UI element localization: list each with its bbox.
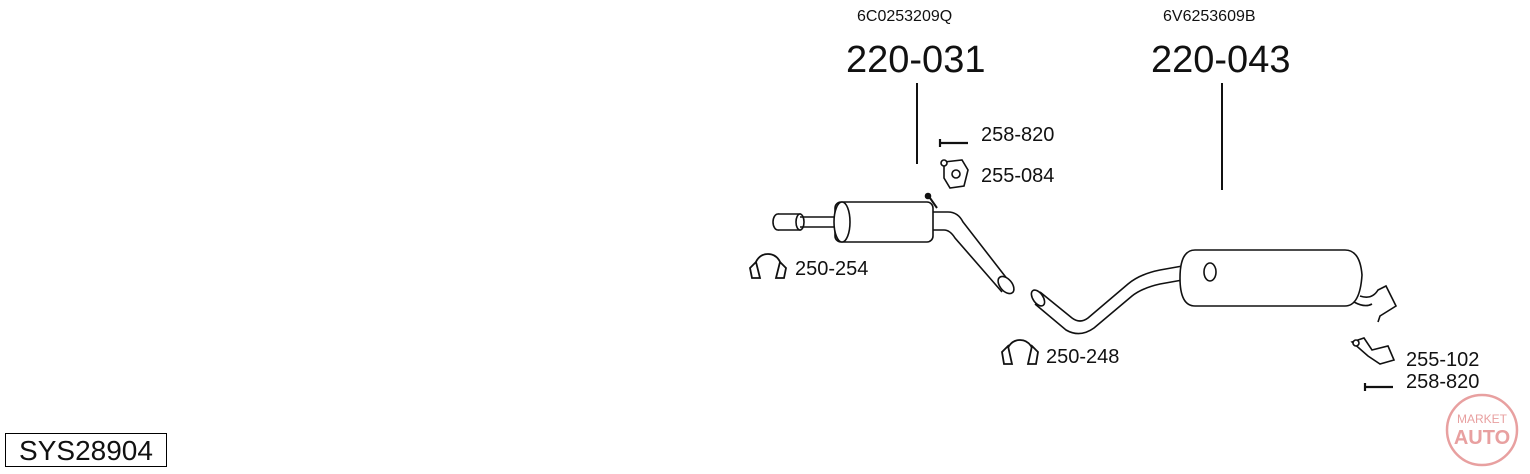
oem-number-front: 6C0253209Q [857,8,953,25]
clamp-icon-left [749,253,787,279]
bracket-icon-rear [1350,337,1396,365]
part-label-bolt-top: 258-820 [981,124,1055,146]
system-code-box: SYS28904 [5,433,167,467]
market-auto-logo: MARKET AUTO [1445,393,1519,467]
part-label-bolt-rear: 258-820 [1406,371,1480,393]
part-label-clamp-left: 250-254 [795,258,869,280]
oem-number-rear: 6V6253609B [1163,8,1256,25]
bolt-icon-rear [1363,383,1393,391]
part-label-hanger-top: 255-084 [981,165,1055,187]
front-muffler-section [772,192,1015,295]
part-label-bracket-rear: 255-102 [1406,349,1480,371]
part-label-clamp-mid: 250-248 [1046,346,1120,368]
bolt-icon-top [938,139,968,147]
part-number-rear-muffler: 220-043 [1151,39,1291,81]
svg-text:MARKET: MARKET [1457,412,1508,426]
hanger-icon-top [940,159,969,189]
clamp-icon-mid [1001,339,1039,365]
part-number-front-muffler: 220-031 [846,39,986,81]
rear-muffler-section [1030,249,1398,335]
svg-text:AUTO: AUTO [1454,427,1510,449]
